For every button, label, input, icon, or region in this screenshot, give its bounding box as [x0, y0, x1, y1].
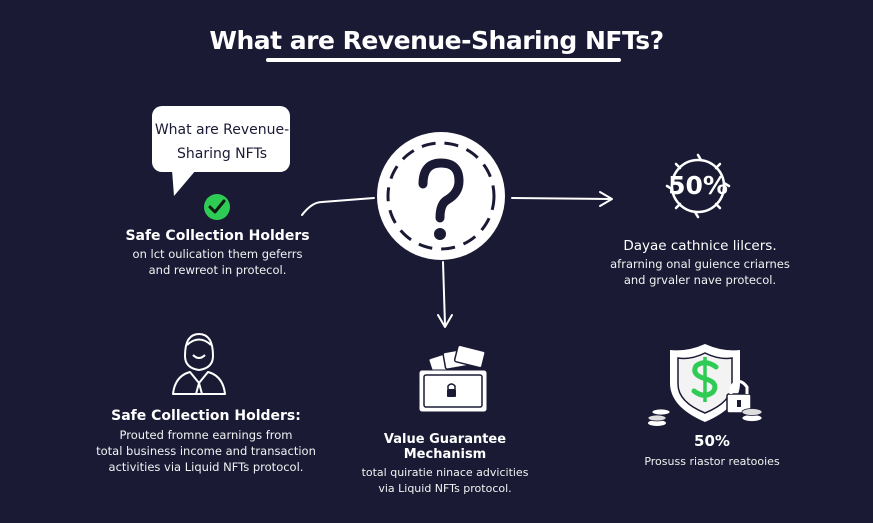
- top-right-block: Dayae cathnice lilcers. afrarning onal g…: [600, 238, 800, 288]
- top-left-heading: Safe Collection Holders: [125, 228, 310, 244]
- bottom-center-line-1: total quiratie ninace advicities: [361, 466, 529, 479]
- top-left-block: Safe Collection Holders on lct oulicatio…: [120, 228, 315, 278]
- page-title: What are Revenue-Sharing NFTs?: [209, 26, 664, 55]
- money-safe-icon: [418, 344, 488, 413]
- bottom-left-heading: Safe Collection Holders:: [111, 408, 301, 424]
- top-right-line-1: afrarning onal guience criarnes: [610, 257, 790, 271]
- bottom-left-line-3: activities via Liquid NFTs protocol.: [108, 460, 304, 474]
- top-left-line-2: and rewreot in protecol.: [148, 263, 287, 277]
- dollar-shield-icon: [647, 344, 763, 426]
- top-left-line-1: on lct oulication them geferrs: [132, 247, 303, 261]
- bottom-center-block: Value Guarantee Mechanism total quiratie…: [355, 432, 535, 497]
- top-right-badge: 50%: [668, 171, 728, 200]
- question-mark-icon: [377, 132, 505, 260]
- title-underline: [266, 58, 621, 62]
- bubble-line-1: What are Revenue-: [154, 122, 290, 138]
- bottom-center-heading: Value Guarantee Mechanism: [383, 432, 507, 462]
- percent-badge-icon: [665, 153, 731, 219]
- bottom-center-line-2: via Liquid NFTs protocol.: [378, 482, 512, 495]
- bubble-text: What are Revenue- Sharing NFTs: [152, 118, 292, 166]
- top-right-line-2: and grvaler nave protecol.: [623, 273, 777, 287]
- bottom-right-block: 50% Prosuss riastor reatooies: [632, 432, 792, 470]
- bottom-left-block: Safe Collection Holders: Prouted fromne …: [92, 408, 320, 475]
- speech-bubble: [152, 106, 290, 196]
- right-arrow: [511, 191, 613, 207]
- bottom-right-value: 50%: [694, 432, 730, 450]
- bottom-right-line-1: Prosuss riastor reatooies: [644, 455, 780, 468]
- bottom-left-line-2: total business income and transaction: [96, 444, 316, 458]
- businessman-icon: [172, 333, 226, 395]
- left-connector: [301, 197, 375, 216]
- top-right-heading: Dayae cathnice lilcers.: [623, 238, 777, 254]
- check-circle-icon: [204, 194, 230, 220]
- bubble-line-2: Sharing NFTs: [176, 146, 267, 162]
- bottom-left-line-1: Prouted fromne earnings from: [119, 428, 293, 442]
- down-arrow: [437, 261, 453, 328]
